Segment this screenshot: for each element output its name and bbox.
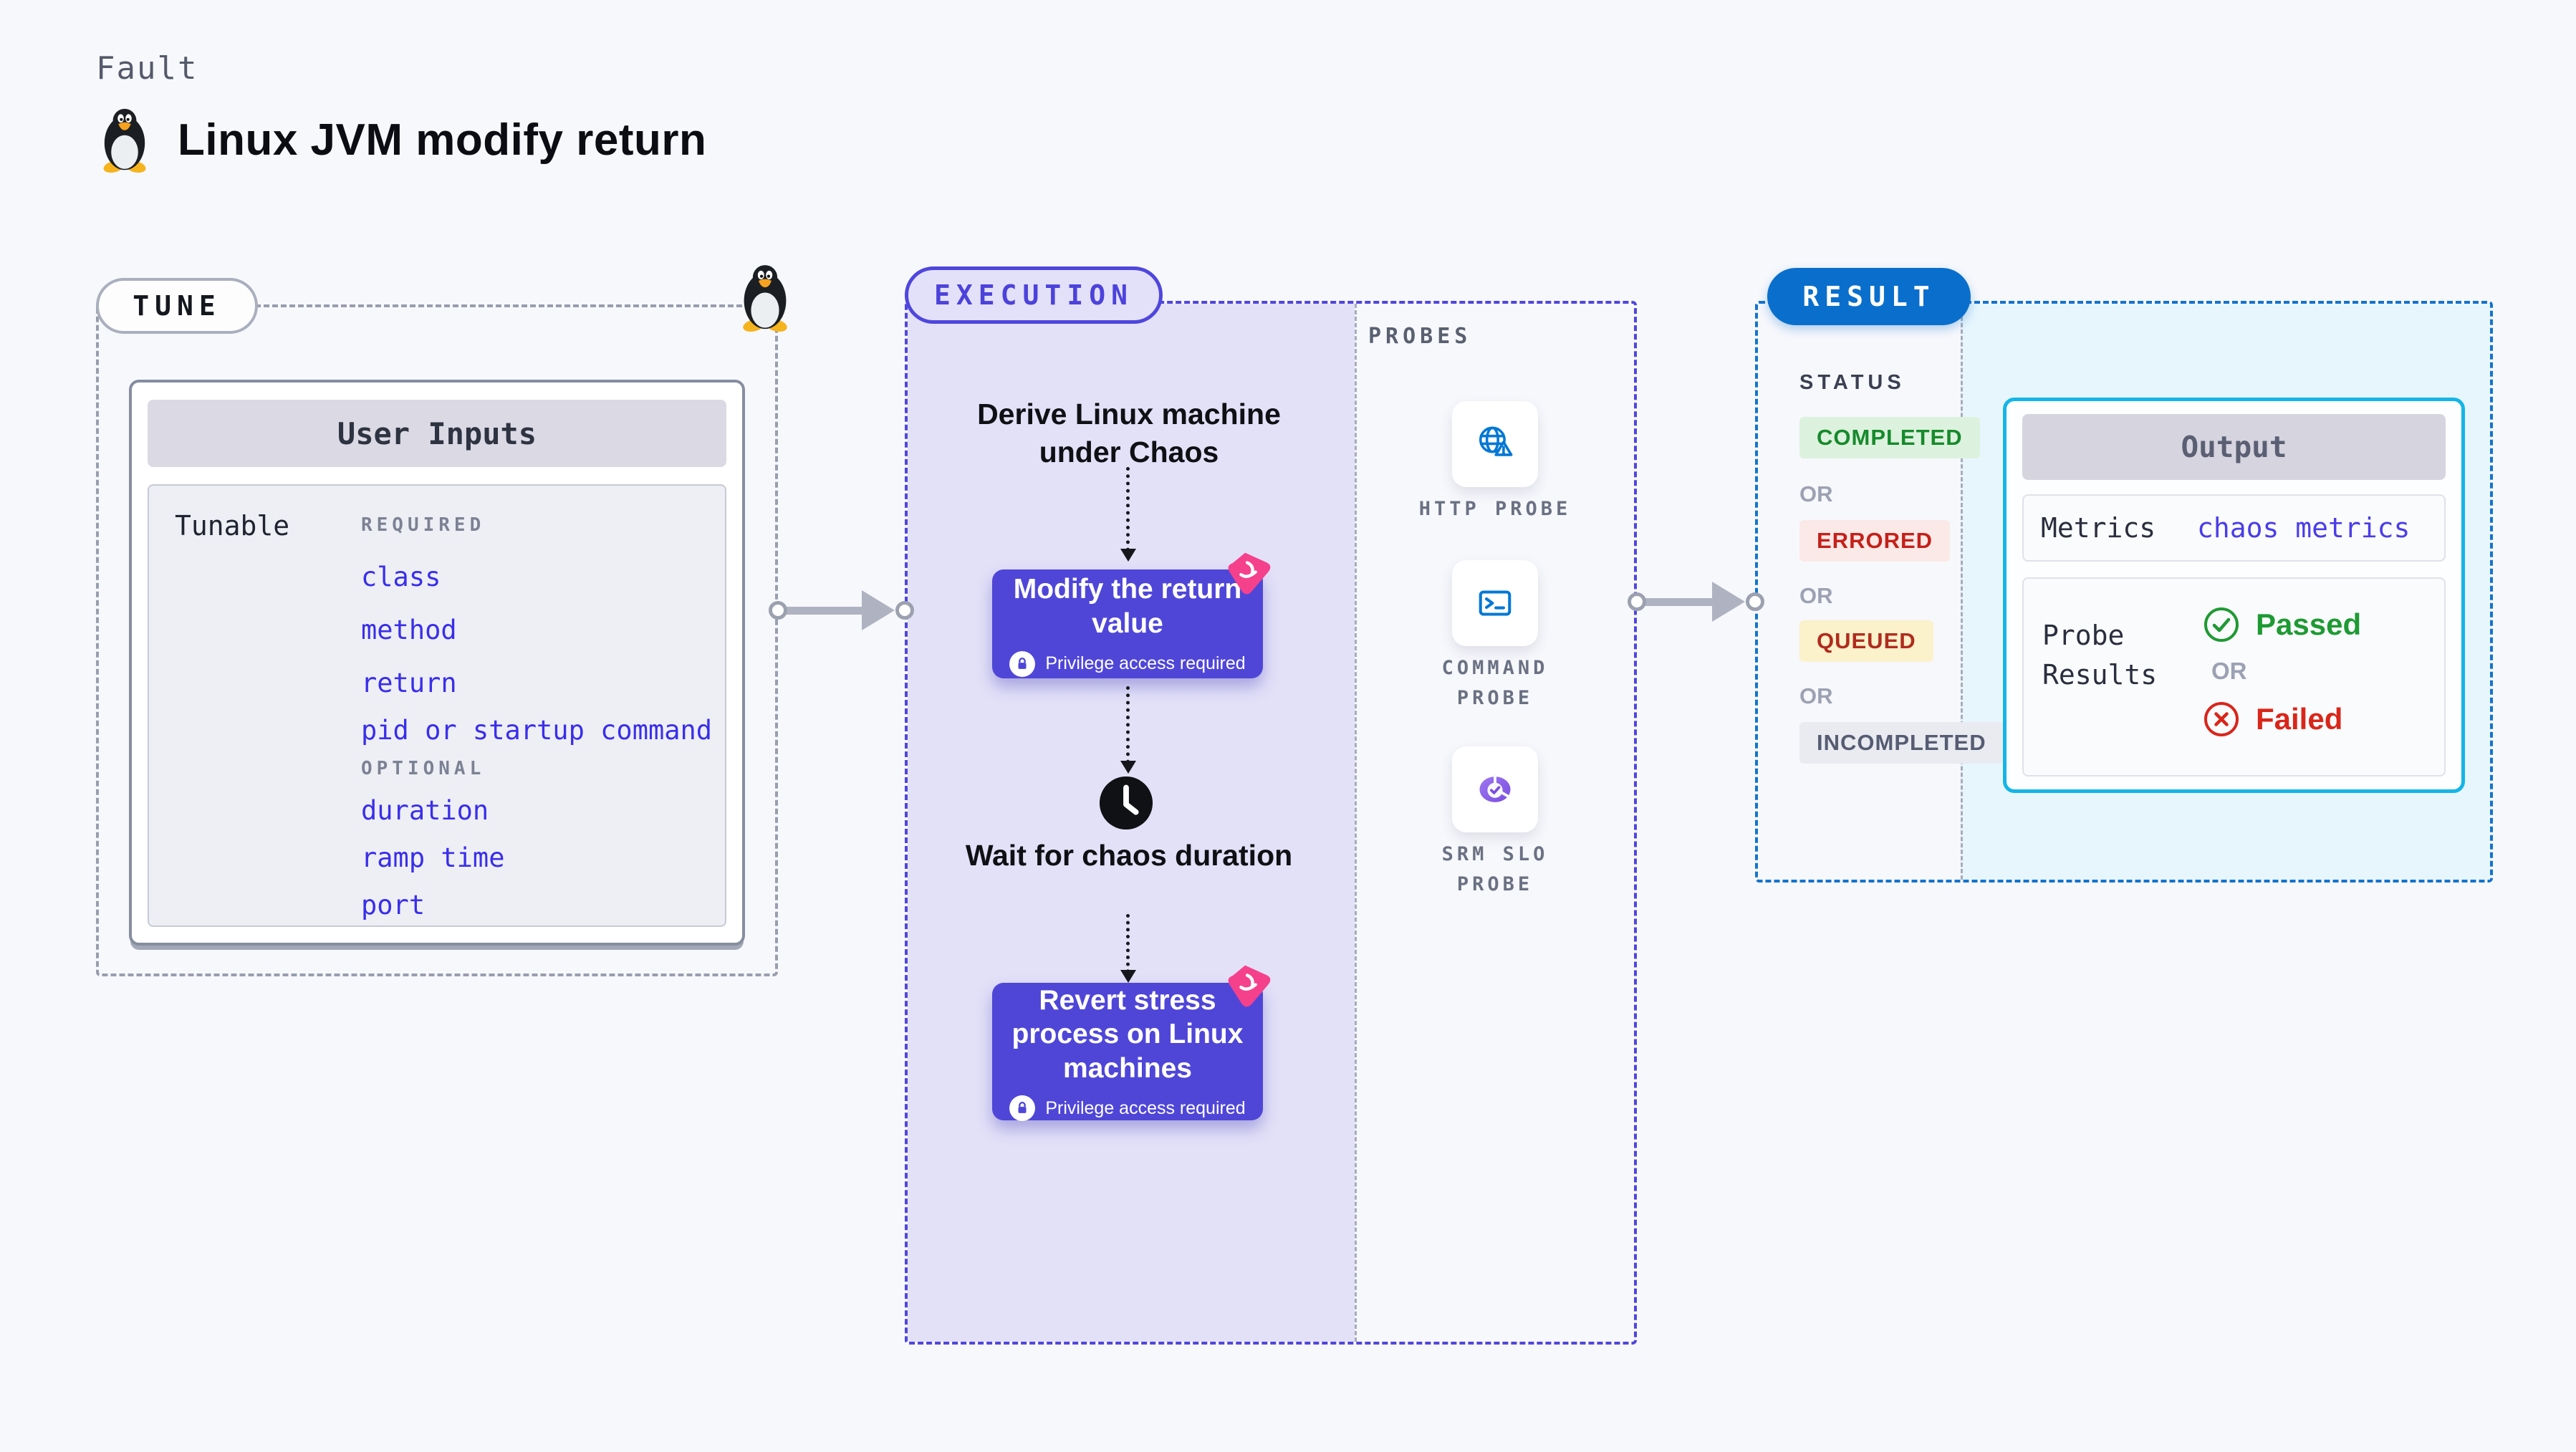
privilege-row: Privilege access required (1009, 1095, 1246, 1122)
tunable-item-pid: pid or startup command (361, 715, 713, 746)
privilege-text: Privilege access required (1045, 653, 1246, 674)
tunable-item-port: port (361, 890, 426, 920)
arrow-start-dot (769, 601, 787, 620)
optional-label: OPTIONAL (361, 758, 486, 779)
srm-slo-probe-card (1452, 746, 1538, 832)
probe-results-label: Probe Results (2042, 620, 2158, 691)
or-text: OR (1799, 583, 1833, 608)
chaos-faults-pink-icon (1228, 965, 1271, 1007)
required-label: REQUIRED (361, 514, 486, 536)
dotted-arrow-down-icon (1120, 914, 1136, 983)
status-badge-incompleted: INCOMPLETED (1799, 722, 2004, 764)
status-label: STATUS (1799, 371, 1905, 394)
or-text: OR (2211, 658, 2247, 684)
tune-pill: TUNE (96, 278, 258, 334)
check-circle-icon (2204, 607, 2239, 642)
execution-pill: EXECUTION (905, 266, 1163, 324)
arrow-end-dot (1746, 592, 1764, 611)
probes-separator-line (1355, 304, 1357, 1342)
failed-line: Failed (2203, 701, 2361, 738)
revert-stress-title: Revert stress process on Linux machines (1011, 984, 1244, 1084)
or-text: OR (1799, 683, 1833, 708)
lock-icon (1009, 1095, 1036, 1122)
tux-linux-icon (743, 265, 787, 332)
metrics-label: Metrics (2041, 512, 2156, 544)
arrow-tune-to-execution (769, 589, 914, 632)
result-pill: RESULT (1767, 268, 1971, 325)
output-header: Output (2022, 414, 2446, 480)
fault-kicker: Fault (96, 50, 198, 87)
probe-results-row: Probe Results Passed OR Failed (2022, 577, 2446, 777)
title-row: Linux JVM modify return (96, 106, 706, 173)
arrow-execution-to-result (1628, 580, 1764, 623)
arrow-line (1644, 598, 1722, 606)
probe-results-values: Passed OR Failed (2203, 606, 2361, 738)
output-card: Output Metrics chaos metrics Probe Resul… (2003, 398, 2465, 793)
tunable-item-return: return (361, 668, 457, 698)
globe-alert-icon (1479, 426, 1513, 456)
passed-label: Passed (2256, 607, 2362, 641)
slo-check-icon (1479, 774, 1511, 802)
http-probe-card (1452, 401, 1538, 487)
status-badge-completed: COMPLETED (1799, 417, 1980, 458)
revert-stress-node: Revert stress process on Linux machines … (992, 983, 1263, 1122)
privilege-row: Privilege access required (1009, 650, 1246, 677)
clock-icon (1099, 776, 1153, 830)
privilege-text: Privilege access required (1045, 1097, 1246, 1118)
tunable-item-duration: duration (361, 795, 489, 826)
x-circle-icon (2204, 702, 2239, 736)
arrow-line (785, 607, 872, 615)
user-inputs-header: User Inputs (148, 400, 726, 467)
probes-label: PROBES (1368, 324, 1472, 349)
arrow-start-dot (1628, 592, 1646, 611)
http-probe-label: HTTP PROBE (1418, 498, 1572, 520)
failed-label: Failed (2256, 702, 2343, 736)
lock-icon (1009, 650, 1036, 677)
status-separator-line (1961, 304, 1963, 880)
arrow-end-dot (895, 601, 914, 620)
command-probe-label: COMMAND PROBE (1441, 657, 1549, 709)
tux-linux-icon (103, 108, 146, 173)
or-text: OR (1799, 481, 1833, 506)
tunable-item-ramp-time: ramp time (361, 842, 505, 873)
arrow-head-icon (1712, 582, 1745, 622)
chaos-faults-pink-icon (1228, 552, 1271, 595)
derive-node-text: Derive Linux machine under Chaos (977, 398, 1281, 469)
terminal-icon (1479, 590, 1512, 616)
metrics-value: chaos metrics (2197, 512, 2411, 544)
user-inputs-card: User Inputs Tunable REQUIRED class metho… (129, 380, 745, 946)
modify-return-title: Modify the return value (1013, 574, 1242, 639)
passed-line: Passed (2203, 606, 2361, 643)
status-badge-queued: QUEUED (1799, 620, 1933, 662)
tunable-item-method: method (361, 615, 457, 645)
tune-section-box (96, 304, 778, 976)
tunable-label: Tunable (175, 510, 290, 542)
wait-node-text: Wait for chaos duration (965, 839, 1293, 872)
status-badge-errored: ERRORED (1799, 520, 1951, 562)
tunable-item-class: class (361, 562, 441, 592)
arrow-head-icon (862, 590, 895, 630)
page-title: Linux JVM modify return (178, 115, 707, 165)
srm-slo-probe-label: SRM SLO PROBE (1441, 843, 1549, 895)
dotted-arrow-down-icon (1120, 686, 1136, 774)
modify-return-node: Modify the return value Privilege access… (992, 569, 1263, 678)
dotted-arrow-down-icon (1120, 467, 1136, 562)
command-probe-card (1452, 560, 1538, 646)
metrics-row: Metrics chaos metrics (2022, 494, 2446, 562)
user-inputs-panel: Tunable REQUIRED class method return pid… (148, 484, 726, 927)
